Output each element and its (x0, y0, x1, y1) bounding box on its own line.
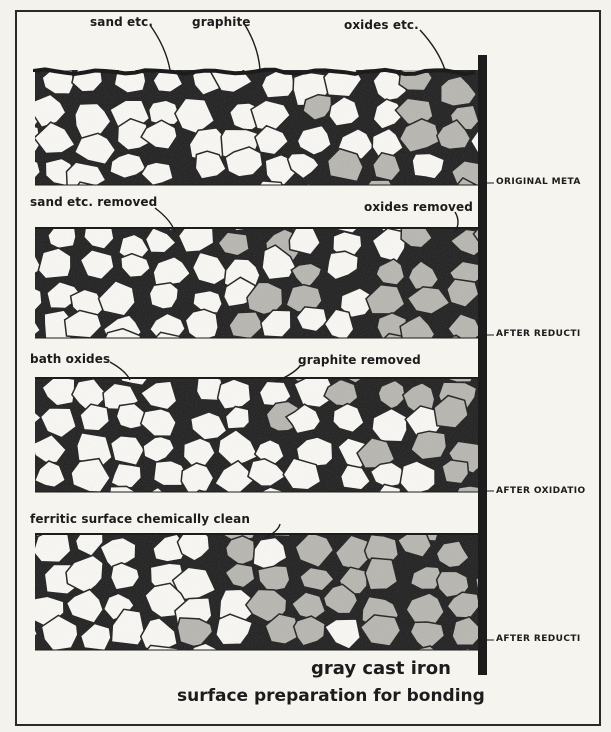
stage-label-original: ORIGINAL META (496, 177, 581, 187)
leader-line-1 (245, 25, 260, 70)
annotation-oxides-removed: oxides removed (364, 200, 473, 214)
annotation-sand-removed: sand etc. removed (30, 195, 157, 209)
stage-label-after-oxidation: AFTER OXIDATIO (496, 486, 586, 496)
stage-label-after-reduction-1: AFTER REDUCTI (496, 329, 581, 339)
leader-line-0 (150, 25, 170, 70)
annotation-sand: sand etc. (90, 15, 153, 29)
vertical-scale-bar (478, 55, 487, 675)
annotation-graphite: graphite (192, 15, 251, 29)
caption-subtitle: surface preparation for bonding (177, 686, 485, 706)
stage-label-after-reduction-2: AFTER REDUCTI (496, 634, 581, 644)
annotation-ferritic-clean: ferritic surface chemically clean (30, 512, 250, 526)
annotation-oxides: oxides etc. (344, 18, 419, 32)
leader-line-2 (420, 30, 445, 70)
stage-band-1 (0, 193, 525, 374)
stage-band-2 (0, 345, 518, 528)
annotation-graphite-removed: graphite removed (298, 353, 421, 367)
caption-title: gray cast iron (311, 658, 451, 679)
annotation-bath-oxides: bath oxides (30, 352, 110, 366)
